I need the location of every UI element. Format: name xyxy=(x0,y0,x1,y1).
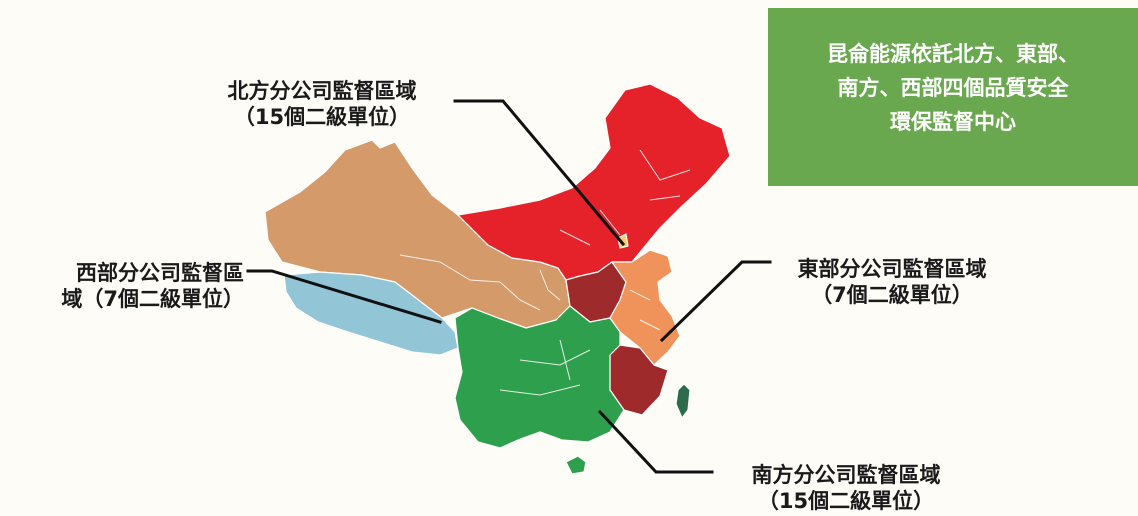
region-south-taiwan xyxy=(675,383,691,419)
info-box-line2: 南方、西部四個品質安全 xyxy=(837,76,1069,100)
leader-line-west xyxy=(246,269,442,324)
label-east-line1: 東部分公司監督區域 xyxy=(797,257,987,281)
province-lines xyxy=(399,149,691,396)
label-east-region: 東部分公司監督區域 （7個二級單位） xyxy=(762,256,1022,308)
region-north-main xyxy=(457,83,731,281)
leader-line-north xyxy=(453,99,626,247)
label-west-line2: 域（7個二級單位） xyxy=(61,287,244,311)
label-east-line2: （7個二級單位） xyxy=(811,283,973,307)
region-beijing xyxy=(617,233,629,249)
label-south-region: 南方分公司監督區域 （15個二級單位） xyxy=(716,462,976,514)
leader-line-east xyxy=(659,260,772,343)
info-box-line1: 昆侖能源依託北方、東部、 xyxy=(827,42,1079,66)
label-south-line1: 南方分公司監督區域 xyxy=(751,463,941,487)
label-west-line1: 西部分公司監督區 xyxy=(76,261,244,285)
region-west-tibet xyxy=(283,271,459,356)
leader-line-south xyxy=(597,409,714,474)
region-east-main xyxy=(609,249,681,366)
label-north-line1: 北方分公司監督區域 xyxy=(227,79,417,103)
label-north-line2: （15個二級單位） xyxy=(233,105,411,129)
region-south-hainan xyxy=(565,455,587,475)
info-box-line3: 環保監督中心 xyxy=(890,110,1016,134)
region-south-main xyxy=(454,305,625,449)
label-north-region: 北方分公司監督區域 （15個二級單位） xyxy=(192,78,452,130)
info-box: 昆侖能源依託北方、東部、 南方、西部四個品質安全 環保監督中心 xyxy=(768,8,1138,186)
label-south-line2: （15個二級單位） xyxy=(757,489,935,513)
label-west-region: 西部分公司監督區 域（7個二級單位） xyxy=(0,260,244,312)
